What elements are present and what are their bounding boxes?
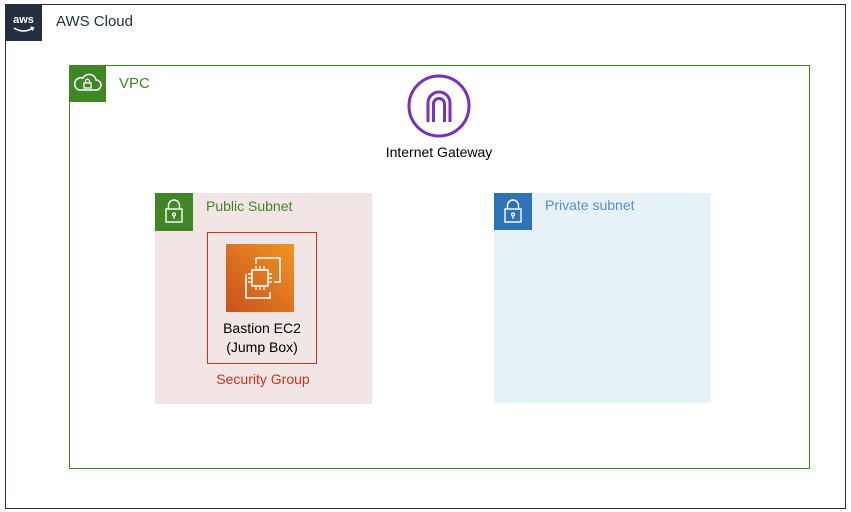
private-subnet-label: Private subnet: [545, 197, 635, 213]
bastion-ec2-label: Bastion EC2 (Jump Box): [207, 319, 317, 357]
padlock-icon: [494, 193, 532, 230]
vpc-group: [69, 65, 810, 469]
security-group-label: Security Group: [216, 371, 310, 387]
internet-gateway-icon: [407, 74, 471, 138]
aws-cloud-group: [5, 4, 846, 509]
internet-gateway-label: Internet Gateway: [385, 144, 493, 160]
ec2-instance-icon: [226, 244, 294, 312]
aws-cloud-label: AWS Cloud: [56, 13, 133, 30]
security-group-box: [207, 232, 317, 364]
bastion-label-line2: (Jump Box): [226, 339, 298, 355]
aws-logo-icon: aws: [5, 4, 42, 41]
padlock-icon: [155, 193, 193, 231]
cloud-lock-icon: [69, 65, 106, 102]
public-subnet-label: Public Subnet: [206, 198, 293, 214]
aws-logo-text: aws: [13, 14, 34, 26]
vpc-label: VPC: [119, 75, 150, 92]
bastion-label-line1: Bastion EC2: [223, 320, 301, 336]
